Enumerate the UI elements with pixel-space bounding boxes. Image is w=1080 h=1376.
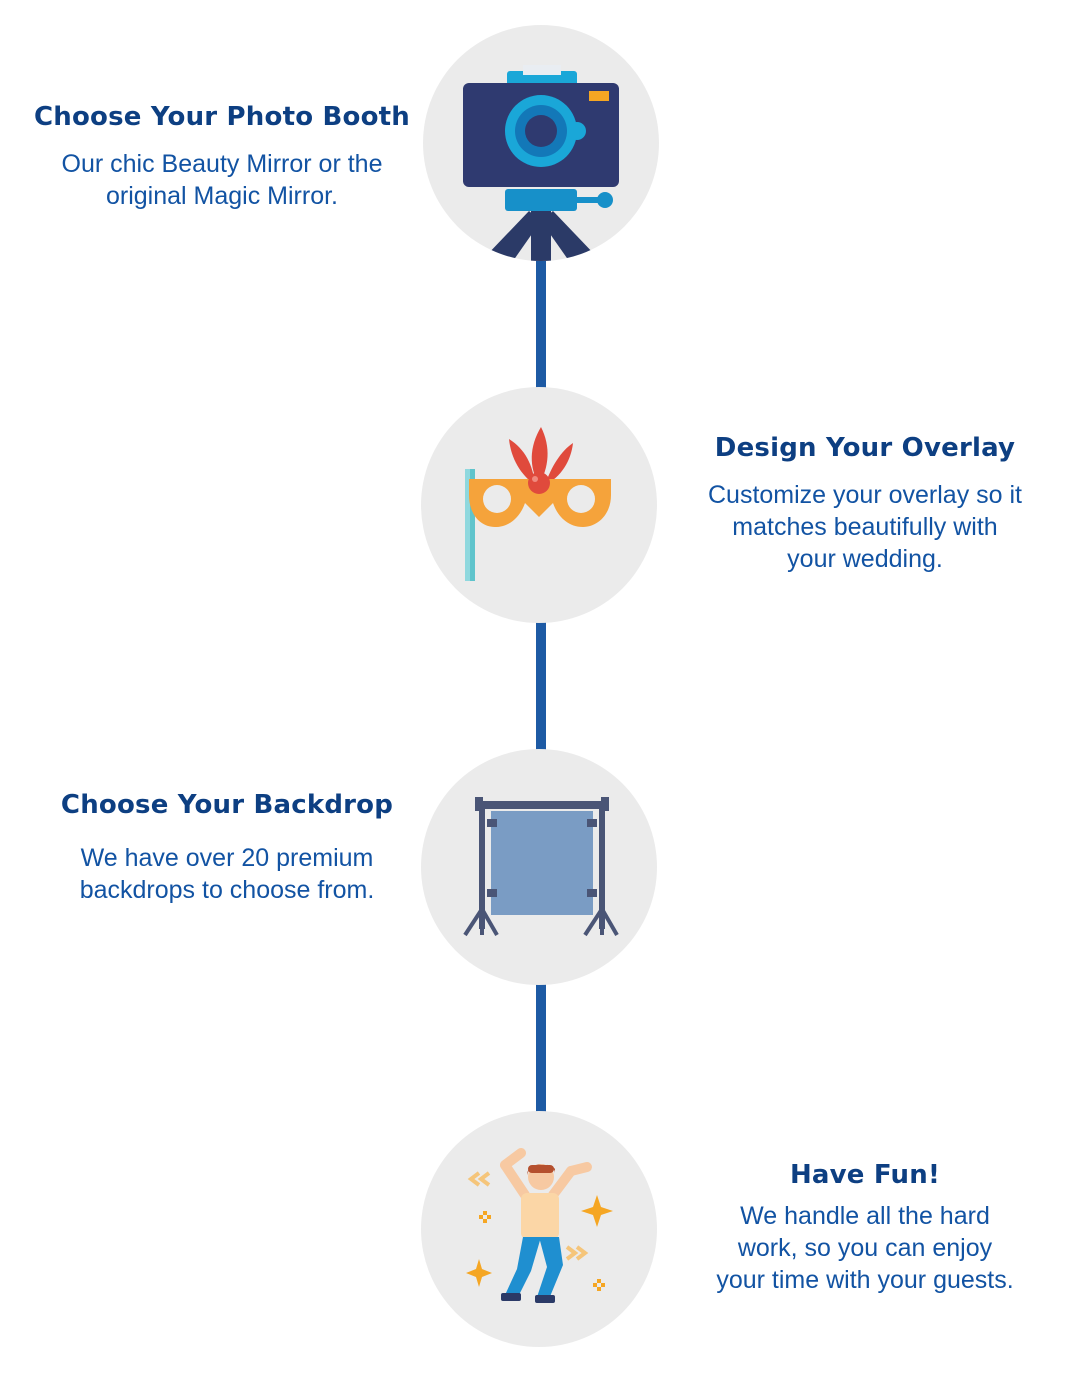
step-3-circle <box>421 749 657 985</box>
step-3-description: We have over 20 premium backdrops to cho… <box>79 844 375 904</box>
step-1-circle <box>423 25 659 261</box>
masquerade-mask-icon <box>465 427 611 581</box>
dancing-person-icon <box>466 1148 613 1303</box>
camera-on-tripod-icon <box>463 65 619 261</box>
step-4-text: Have Fun! We handle all the hard work, s… <box>705 1160 1025 1296</box>
timeline-connector-2 <box>536 618 546 752</box>
step-4-title: Have Fun! <box>789 1160 941 1190</box>
timeline-connector-3 <box>536 980 546 1114</box>
timeline-connector-1 <box>536 256 546 390</box>
step-3-text: Choose Your Backdrop We have over 20 pre… <box>42 790 412 906</box>
step-1-title: Choose Your Photo Booth <box>33 102 410 132</box>
step-4-description: We handle all the hard work, so you can … <box>716 1202 1014 1294</box>
backdrop-stand-icon <box>463 797 619 937</box>
step-1-description: Our chic Beauty Mirror or the original M… <box>61 150 383 210</box>
step-2-circle <box>421 387 657 623</box>
step-3-title: Choose Your Backdrop <box>60 790 394 820</box>
step-2-text: Design Your Overlay Customize your overl… <box>700 433 1030 575</box>
step-1-text: Choose Your Photo Booth Our chic Beauty … <box>22 102 422 212</box>
step-2-description: Customize your overlay so it matches bea… <box>707 481 1022 573</box>
step-4-circle <box>421 1111 657 1347</box>
step-2-title: Design Your Overlay <box>714 433 1016 463</box>
